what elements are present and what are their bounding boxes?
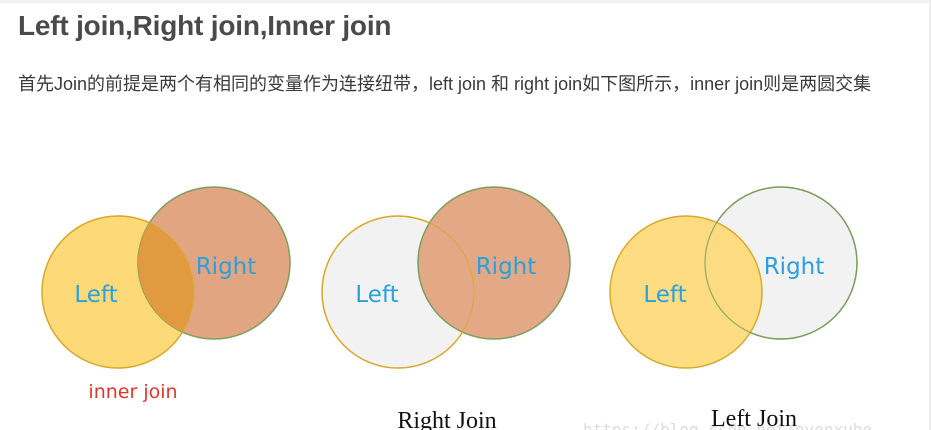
venn-inner-caption: inner join [88, 381, 177, 403]
venn-left-left-circle [609, 215, 763, 369]
venn-inner-left-outline [41, 215, 195, 369]
venn-inner-join: Left Right inner join [41, 186, 291, 403]
venn-right-right-label: Right [476, 254, 537, 280]
article-paragraph: 首先Join的前提是两个有相同的变量作为连接纽带，left join 和 rig… [18, 74, 872, 94]
venn-inner-left-label: Left [74, 282, 117, 308]
watermark: https://blog.csdn.net/evenxuhe [583, 420, 872, 430]
venn-right-right-circle [417, 186, 571, 340]
article-title: Left join,Right join,Inner join [18, 10, 392, 41]
venn-inner-right-label: Right [196, 254, 257, 280]
venn-left-right-label: Right [764, 254, 825, 280]
venn-right-join: Left Right Right Join [321, 186, 571, 430]
venn-right-left-outline [321, 215, 475, 369]
venn-right-caption: Right Join [397, 408, 496, 430]
venn-left-left-label: Left [643, 282, 686, 308]
venn-left-right-outline [704, 186, 858, 340]
top-border [0, 0, 931, 3]
venn-left-caption: Left Join [711, 406, 797, 430]
venn-right-left-label: Left [355, 282, 398, 308]
venn-left-join: Left Right Left Join [609, 186, 858, 430]
right-border [929, 0, 931, 430]
